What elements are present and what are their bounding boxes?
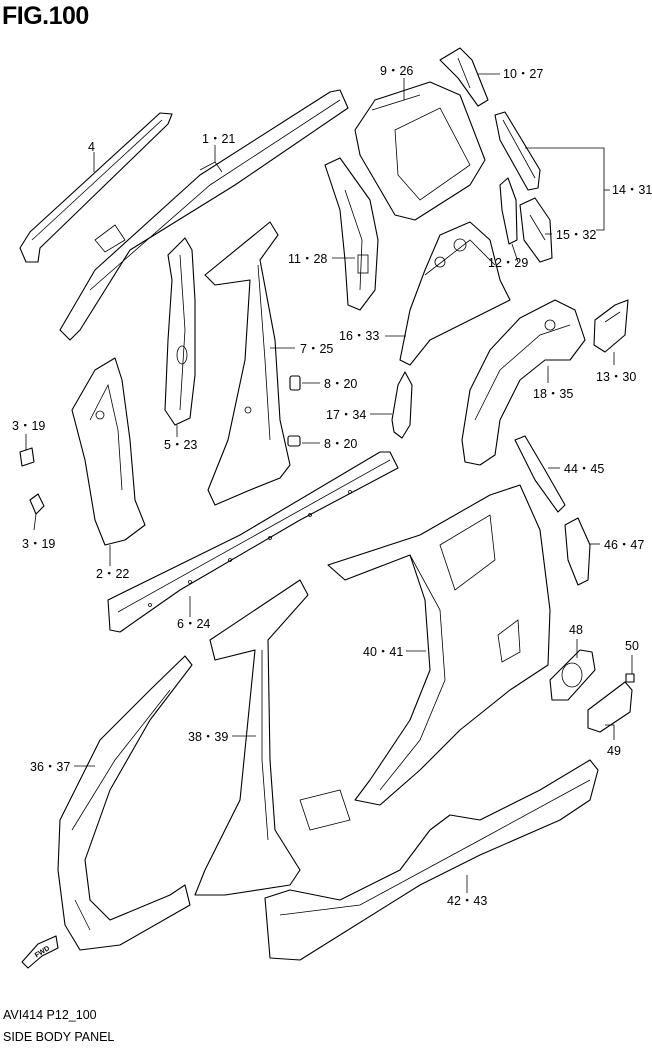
leader-lines <box>25 73 633 893</box>
callout-9-26: 9・26 <box>380 64 413 78</box>
part-3-19-plate-a[interactable] <box>19 447 35 467</box>
part-14-31-gutter[interactable] <box>494 111 541 191</box>
part-8-20-plate-a[interactable] <box>289 375 301 391</box>
callout-46-47: 46・47 <box>604 538 644 552</box>
callout-42-43: 42・43 <box>447 894 487 908</box>
callout-50: 50 <box>625 639 639 653</box>
callout-5-23: 5・23 <box>164 438 197 452</box>
figure-title: FIG.100 <box>2 2 89 30</box>
part-2-22-front-pillar-lower[interactable] <box>71 357 146 546</box>
part-36-37-front-side-outer[interactable] <box>57 655 193 951</box>
part-44-45-extension[interactable] <box>514 435 566 513</box>
callout-49: 49 <box>607 744 621 758</box>
callout-15-32: 15・32 <box>556 228 596 242</box>
figure-name: SIDE BODY PANEL <box>3 1030 115 1044</box>
part-40-41-quarter-outer[interactable] <box>327 484 551 806</box>
part-8-20-plate-b[interactable] <box>287 435 301 447</box>
part-42-43-side-sill-outer[interactable] <box>264 759 599 961</box>
part-38-39-center-pillar-outer[interactable] <box>194 579 309 896</box>
part-9-26-quarter-inner-upper[interactable] <box>354 81 486 221</box>
figure-code: AVI414 P12_100 <box>3 1008 97 1022</box>
callout-14-31: 14・31 <box>612 183 652 197</box>
callout-16-33: 16・33 <box>339 329 379 343</box>
part-50-bolt[interactable] <box>625 673 635 683</box>
callout-36-37: 36・37 <box>30 760 70 774</box>
callout-8-20-a: 8・20 <box>324 377 357 391</box>
part-49-fuel-lid[interactable] <box>587 681 633 733</box>
part-3-19-plate-b[interactable] <box>29 493 45 515</box>
callout-2-22: 2・22 <box>96 567 129 581</box>
part-46-47-bracket[interactable] <box>564 517 591 586</box>
callout-40-41: 40・41 <box>363 645 403 659</box>
part-13-30-extension[interactable] <box>593 299 629 353</box>
fwd-arrow-icon: FWD <box>21 935 59 969</box>
callout-48: 48 <box>569 623 583 637</box>
part-48-fuel-housing[interactable] <box>549 649 596 701</box>
callout-18-35: 18・35 <box>533 387 573 401</box>
part-15-32-reinforcement[interactable] <box>519 197 553 263</box>
callout-labels: 4 1・21 9・26 10・27 14・31 15・32 12・29 11・2… <box>12 64 652 908</box>
part-18-35-wheelhouse-outer[interactable] <box>461 299 586 466</box>
callout-3-19-a: 3・19 <box>12 419 45 433</box>
callout-44-45: 44・45 <box>564 462 604 476</box>
callout-3-19-b: 3・19 <box>22 537 55 551</box>
callout-12-29: 12・29 <box>488 256 528 270</box>
part-1-21-roof-side-rail[interactable] <box>59 89 349 341</box>
part-12-29-brace[interactable] <box>499 177 518 245</box>
part-11-28-pillar-inner[interactable] <box>324 157 379 311</box>
callout-10-27: 10・27 <box>503 67 543 81</box>
callout-17-34: 17・34 <box>326 408 366 422</box>
callout-6-24: 6・24 <box>177 617 210 631</box>
part-17-34-bracket[interactable] <box>391 371 413 439</box>
part-7-25-center-pillar-inner[interactable] <box>204 221 291 506</box>
callout-4: 4 <box>88 140 95 154</box>
part-4-roof-rail-inner[interactable] <box>19 112 173 263</box>
callout-1-21: 1・21 <box>202 132 235 146</box>
callout-8-20-b: 8・20 <box>324 437 357 451</box>
part-10-27-bracket[interactable] <box>439 47 489 107</box>
callout-11-28: 11・28 <box>288 252 327 266</box>
callout-38-39: 38・39 <box>188 730 228 744</box>
part-16-33-wheelhouse-inner[interactable] <box>399 221 511 366</box>
part-5-23-pillar-inner[interactable] <box>164 237 196 426</box>
part-6-24-side-sill-inner[interactable] <box>107 451 399 633</box>
callout-13-30: 13・30 <box>596 370 636 384</box>
callout-7-25: 7・25 <box>300 342 333 356</box>
